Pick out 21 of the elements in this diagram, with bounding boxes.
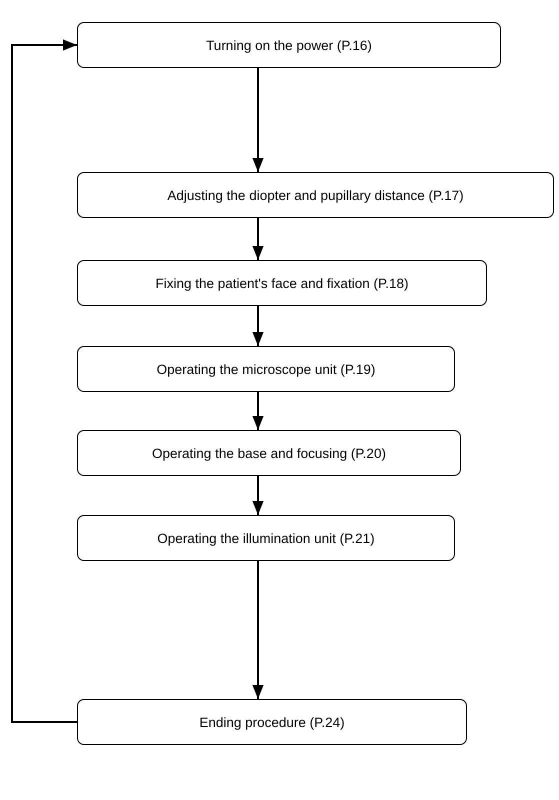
step-box — [77, 22, 501, 68]
step-text: Turning on the power (P.16) — [206, 38, 372, 52]
arrow — [252, 476, 264, 515]
step-text: Ending procedure (P.24) — [199, 714, 345, 730]
step-box — [77, 172, 554, 218]
arrow — [252, 306, 264, 346]
step-text: Operating the illumination unit (P.21) — [157, 530, 375, 546]
step-box — [77, 260, 487, 306]
step-text: Adjusting the diopter and pupillary distance (P.17) — [167, 188, 464, 202]
arrow — [252, 561, 264, 699]
step-box — [77, 430, 461, 476]
step-box — [77, 699, 467, 745]
step-text: Operating the base and focusing (P.20) — [152, 446, 386, 460]
arrow — [252, 392, 264, 430]
arrow — [252, 68, 264, 172]
step-text: Operating the microscope unit (P.19) — [156, 362, 376, 376]
step-box — [77, 515, 455, 561]
step-box — [77, 346, 455, 392]
step-text: Fixing the patient's face and fixation (P.18) — [156, 276, 408, 290]
arrow — [11, 39, 77, 723]
arrow — [252, 218, 264, 260]
